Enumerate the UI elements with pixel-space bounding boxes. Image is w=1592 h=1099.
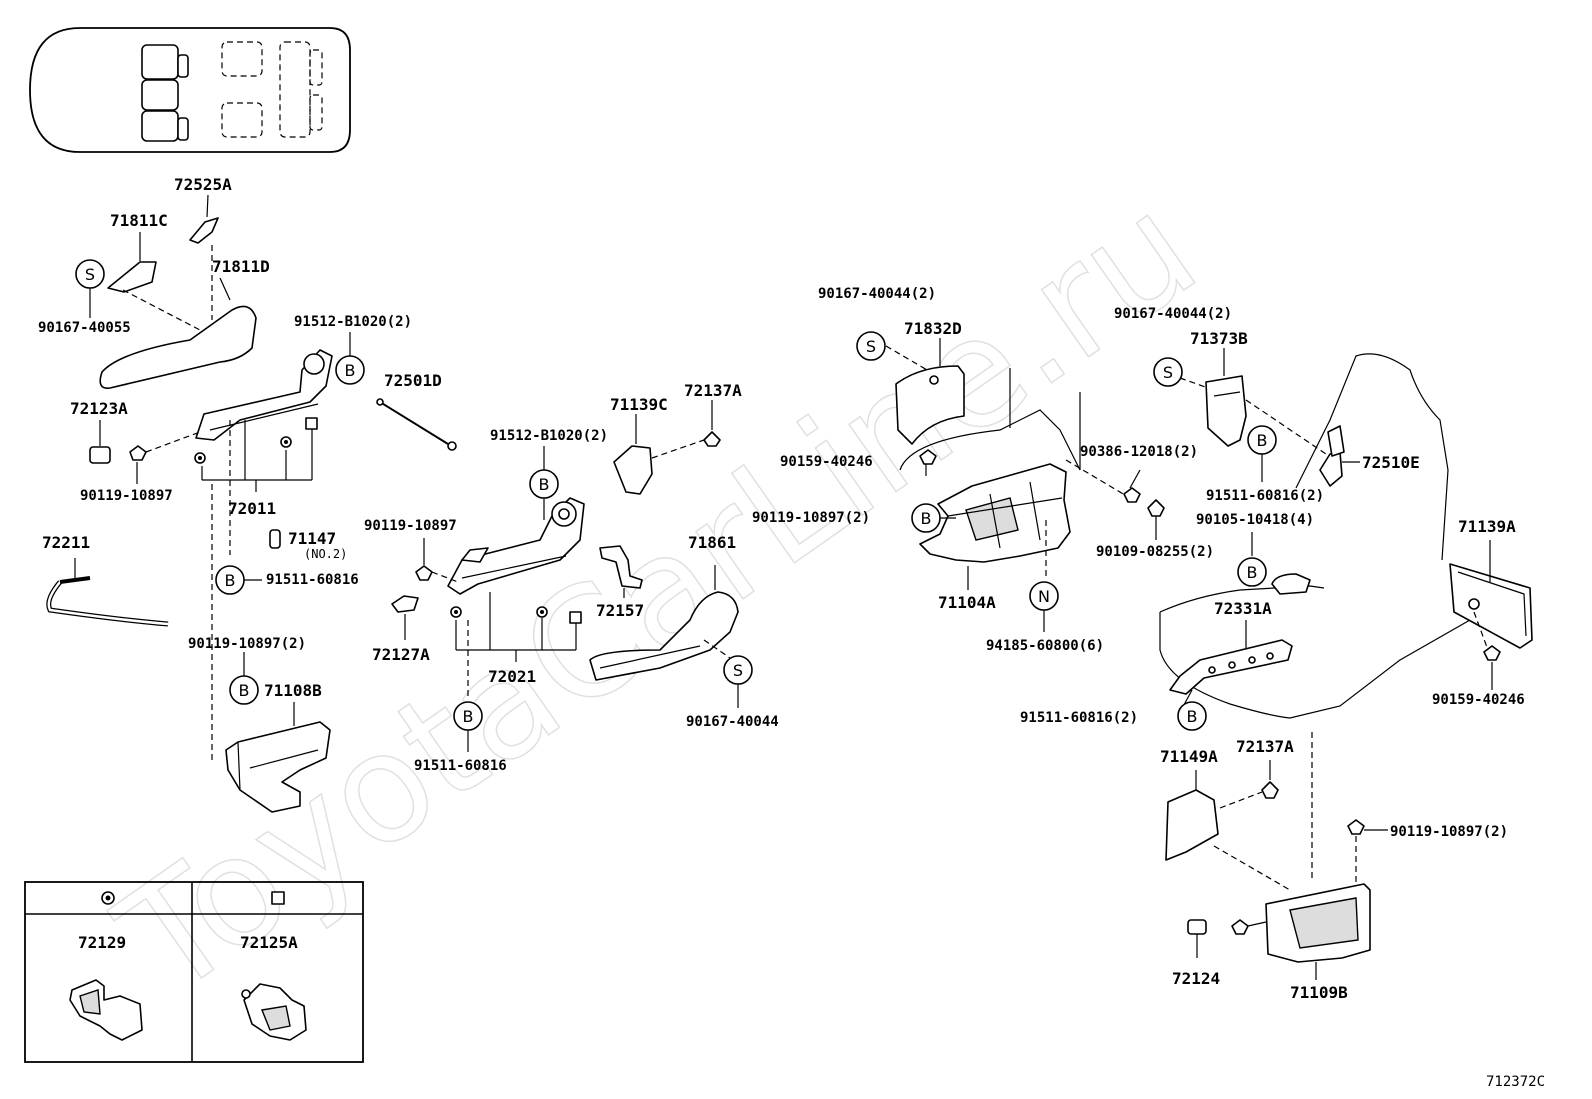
label-91511-60816-2-top: 91511-60816(2) <box>1206 488 1324 504</box>
label-90119-10897-2-right: 90119-10897(2) <box>752 510 870 526</box>
label-72124: 72124 <box>1172 969 1220 988</box>
label-72501D: 72501D <box>384 371 442 390</box>
callout-B-91511-center: B <box>453 701 483 731</box>
svg-text:B: B <box>225 571 236 590</box>
callout-S-71861: S <box>723 655 753 685</box>
callout-B-91512-center: B <box>529 469 559 499</box>
vehicle-overview <box>29 27 351 153</box>
svg-text:B: B <box>345 361 356 380</box>
label-90167-40044-center: 90167-40044 <box>686 714 779 730</box>
label-90167-40055: 90167-40055 <box>38 320 131 336</box>
left-seat-track-group <box>46 194 457 813</box>
label-72137A-right: 72137A <box>1236 737 1294 756</box>
rear-seat-group <box>1159 348 1533 980</box>
label-71147: 71147 <box>288 529 336 548</box>
figure-code: 712372C <box>1486 1074 1545 1090</box>
callout-B-90119-right: B <box>911 503 941 533</box>
svg-text:B: B <box>539 475 550 494</box>
callout-B-71108B: B <box>229 675 259 705</box>
callout-circles: S B B B B B S S <box>75 259 1277 731</box>
callout-B-91511-right: B <box>1247 425 1277 455</box>
label-90167-40044-2-top: 90167-40044(2) <box>818 286 936 302</box>
label-90167-40044-2-right: 90167-40044(2) <box>1114 306 1232 322</box>
label-91512-B1020-left: 91512-B1020(2) <box>294 314 412 330</box>
svg-text:B: B <box>239 681 250 700</box>
legend-nut-icon <box>271 891 285 905</box>
label-91512-B1020-center: 91512-B1020(2) <box>490 428 608 444</box>
center-seat-track-group <box>391 400 739 752</box>
callout-B-91511-left: B <box>215 565 245 595</box>
svg-text:B: B <box>1187 707 1198 726</box>
label-91511-60816-center: 91511-60816 <box>414 758 507 774</box>
label-72157: 72157 <box>596 601 644 620</box>
label-94185-60800: 94185-60800(6) <box>986 638 1104 654</box>
svg-text:S: S <box>85 265 95 284</box>
label-72137A-center: 72137A <box>684 381 742 400</box>
callout-B-91511-bottom: B <box>1177 701 1207 731</box>
label-90386-12018: 90386-12018(2) <box>1080 444 1198 460</box>
label-90159-40246-center: 90159-40246 <box>780 454 873 470</box>
label-71139C: 71139C <box>610 395 668 414</box>
callout-B-91512-left: B <box>335 355 365 385</box>
seat-frame-group <box>885 338 1165 632</box>
label-71373B: 71373B <box>1190 329 1248 348</box>
svg-text:B: B <box>1257 431 1268 450</box>
legend-washer-dot-icon <box>105 895 111 901</box>
label-90119-10897-2-bottom: 90119-10897(2) <box>1390 824 1508 840</box>
legend-table: 72129 72125A <box>24 881 364 1063</box>
label-71104A: 71104A <box>938 593 996 612</box>
label-90119-10897-left: 90119-10897 <box>80 488 173 504</box>
legend-part-72129: 72129 <box>78 933 126 952</box>
label-71149A: 71149A <box>1160 747 1218 766</box>
label-71832D: 71832D <box>904 319 962 338</box>
label-90119-10897-2-left: 90119-10897(2) <box>188 636 306 652</box>
callout-S-left: S <box>75 259 105 289</box>
label-71811C: 71811C <box>110 211 168 230</box>
label-71108B: 71108B <box>264 681 322 700</box>
label-72211: 72211 <box>42 533 90 552</box>
label-90119-10897-center: 90119-10897 <box>364 518 457 534</box>
svg-text:B: B <box>463 707 474 726</box>
svg-text:N: N <box>1038 587 1050 606</box>
callout-N-94185: N <box>1029 581 1059 611</box>
label-71109B: 71109B <box>1290 983 1348 1002</box>
svg-text:S: S <box>1163 363 1173 382</box>
callout-S-71832D: S <box>856 331 886 361</box>
callout-B-90105: B <box>1237 557 1267 587</box>
label-91511-60816-left: 91511-60816 <box>266 572 359 588</box>
label-71147-note: (NO.2) <box>304 547 347 561</box>
svg-text:S: S <box>733 661 743 680</box>
label-72123A: 72123A <box>70 399 128 418</box>
legend-part-72125A: 72125A <box>240 933 298 952</box>
label-72510E: 72510E <box>1362 453 1420 472</box>
label-72127A: 72127A <box>372 645 430 664</box>
label-71139A: 71139A <box>1458 517 1516 536</box>
svg-text:B: B <box>1247 563 1258 582</box>
label-71861: 71861 <box>688 533 736 552</box>
label-91511-60816-2-bottom: 91511-60816(2) <box>1020 710 1138 726</box>
label-72331A: 72331A <box>1214 599 1272 618</box>
svg-text:B: B <box>921 509 932 528</box>
part-labels: 72525A 71811C 71811D 90167-40055 91512-B… <box>38 175 1545 1090</box>
callout-S-71373B: S <box>1153 357 1183 387</box>
label-90105-10418: 90105-10418(4) <box>1196 512 1314 528</box>
label-90159-40246-right: 90159-40246 <box>1432 692 1525 708</box>
label-71811D: 71811D <box>212 257 270 276</box>
svg-text:S: S <box>866 337 876 356</box>
label-90109-08255: 90109-08255(2) <box>1096 544 1214 560</box>
label-72525A: 72525A <box>174 175 232 194</box>
label-72021: 72021 <box>488 667 536 686</box>
label-72011: 72011 <box>228 499 276 518</box>
